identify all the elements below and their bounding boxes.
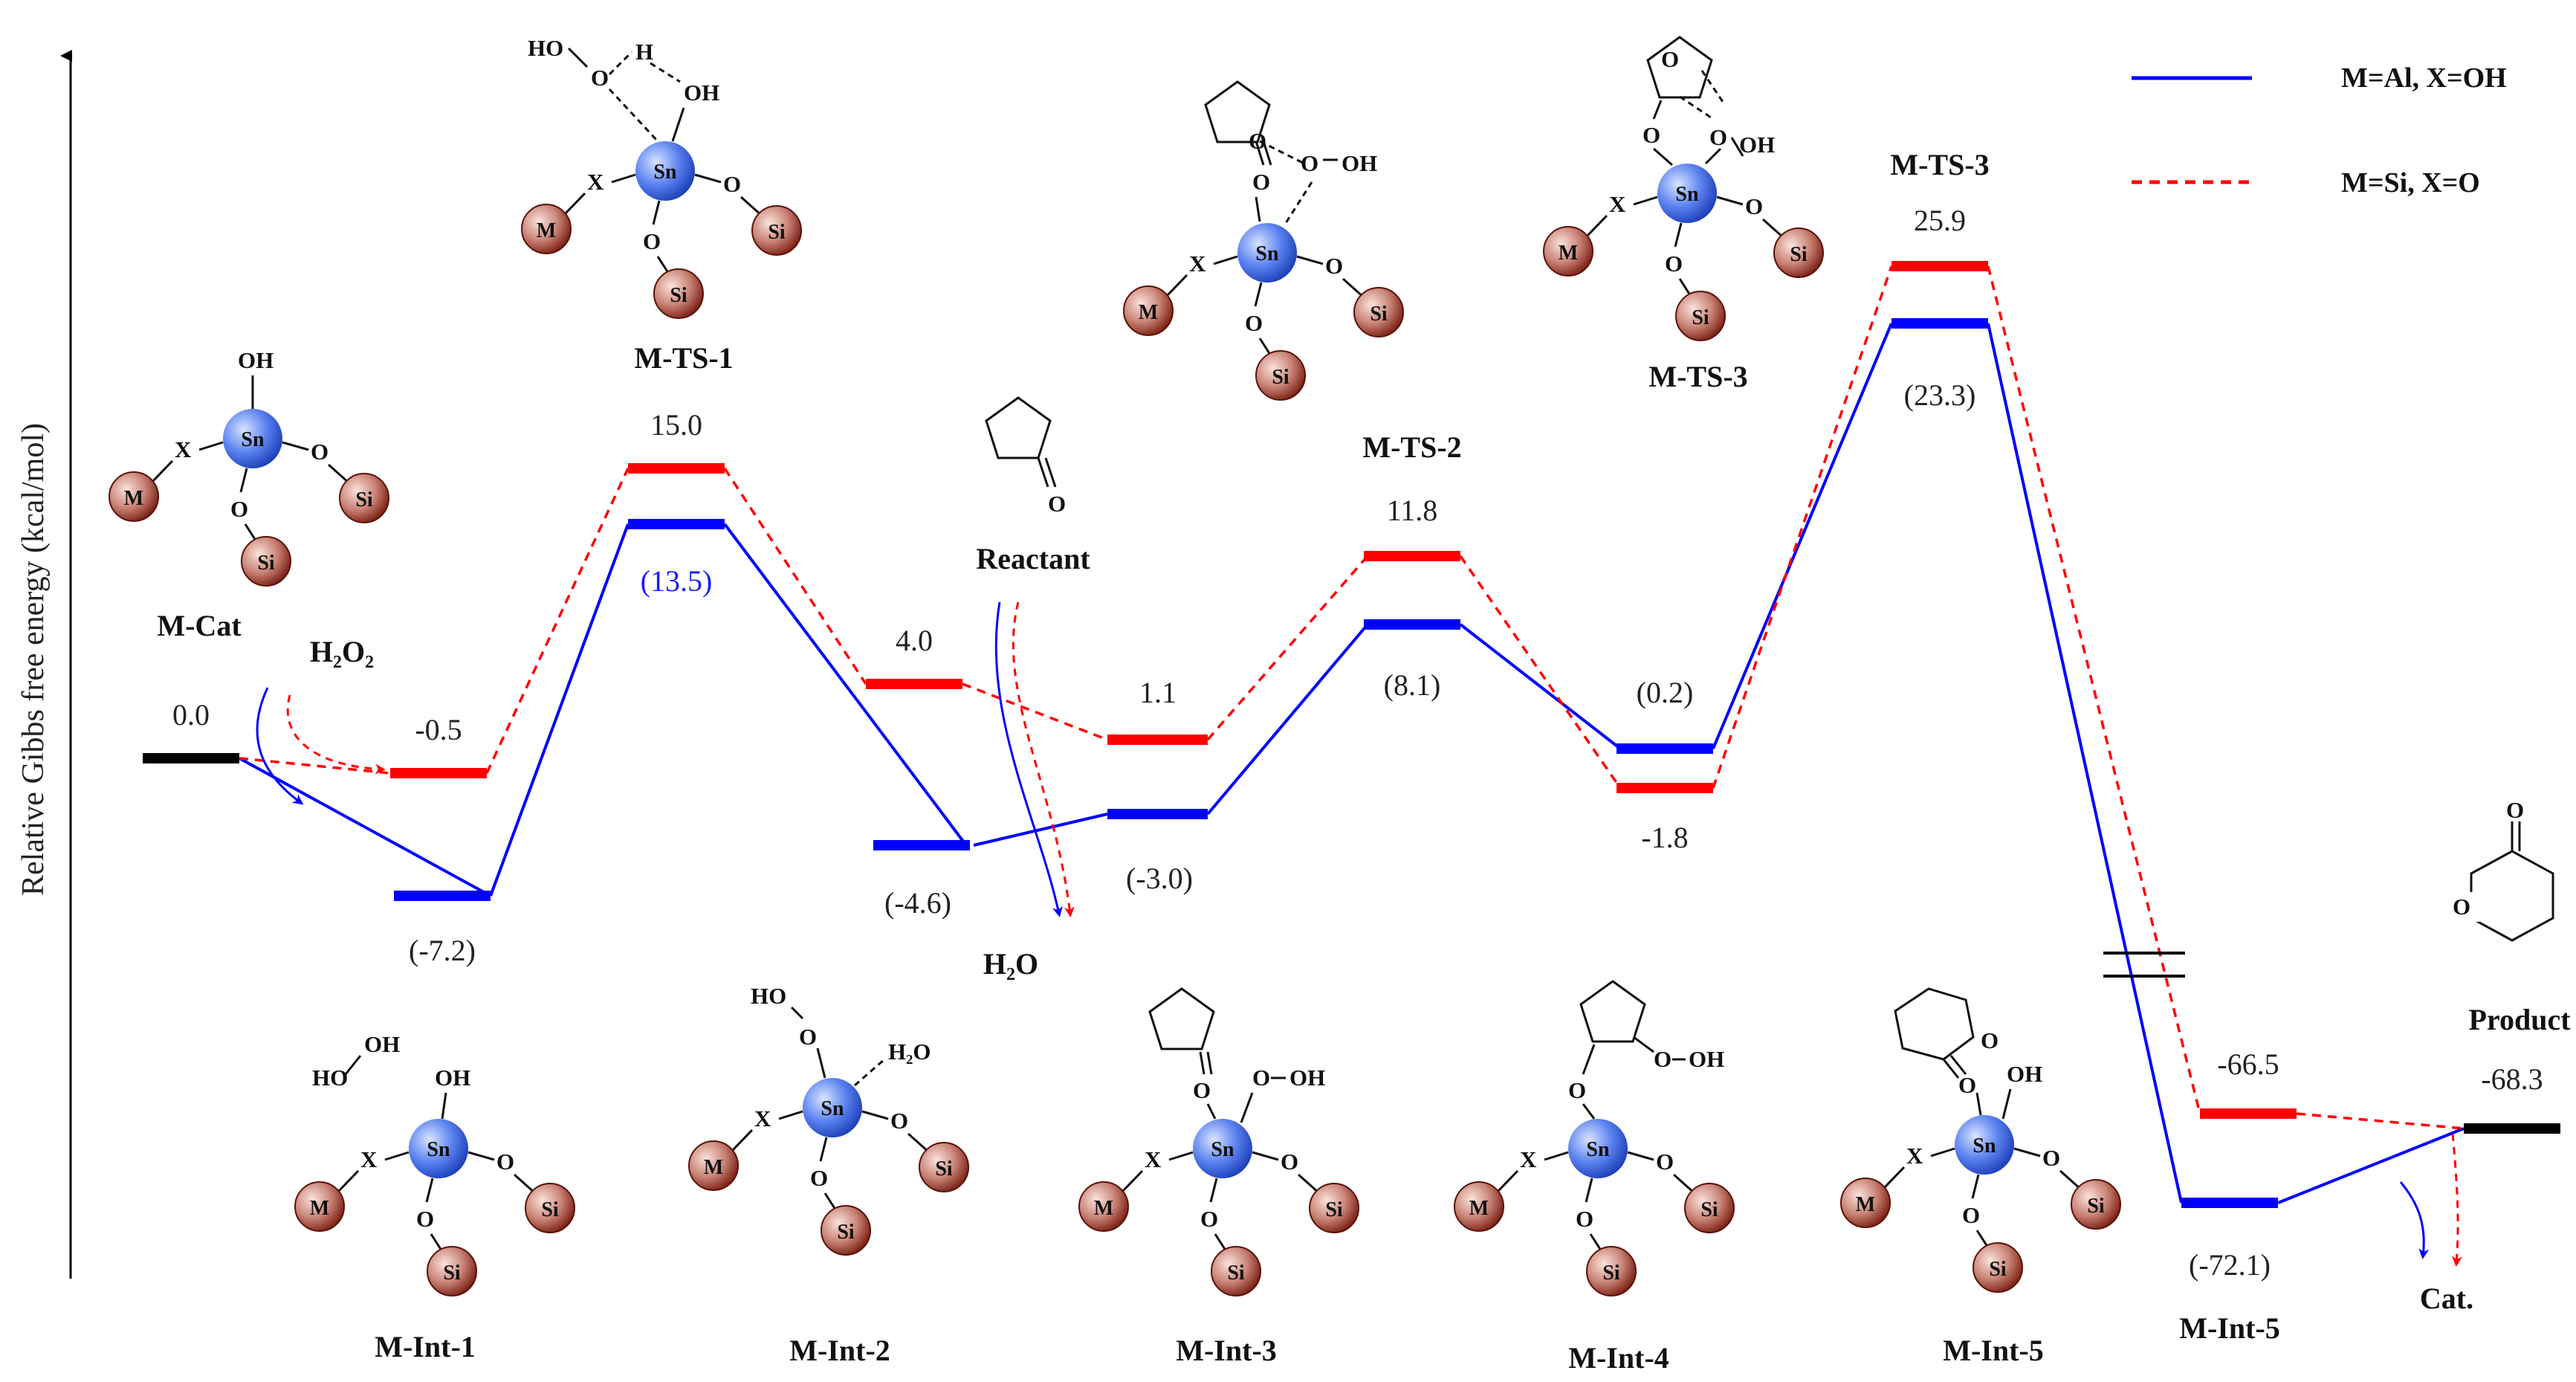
svg-text:O: O (2453, 894, 2470, 920)
value-ts3-red: 25.9 (1914, 204, 1966, 237)
red-path (239, 265, 2465, 1130)
value-ts2-red: 11.8 (1387, 494, 1438, 527)
structure-int4: O O OH (1454, 980, 1734, 1296)
structure-ts1: OH HO O H (522, 35, 801, 318)
svg-text:O: O (1048, 491, 1066, 517)
svg-text:OH: OH (684, 80, 719, 106)
value-int5-red: -66.5 (2217, 1047, 2279, 1081)
svg-text:O: O (799, 1024, 817, 1050)
label-h2o2: H₂O₂ (310, 635, 374, 668)
svg-text:O: O (1958, 1072, 1976, 1098)
label-int3: M-Int-3 (1176, 1334, 1277, 1367)
value-int2-blue: (-4.6) (884, 886, 951, 920)
legend: M=Al, X=OH M=Si, X=O (2132, 62, 2507, 198)
svg-text:O: O (1643, 122, 1660, 148)
value-product: -68.3 (2481, 1062, 2543, 1096)
h2o2-arrow-blue (256, 687, 304, 805)
svg-text:O: O (1654, 1046, 1672, 1072)
svg-text:OH: OH (1689, 1046, 1724, 1072)
energy-levels (143, 261, 2560, 1208)
value-int4-blue: (0.2) (1637, 676, 1694, 709)
value-ts1-blue: (13.5) (641, 564, 713, 598)
label-ts2: M-TS-2 (1362, 430, 1461, 464)
value-ts1-red: 15.0 (650, 408, 702, 442)
structure-int1: OH HO OH (295, 1031, 575, 1296)
label-int2: M-Int-2 (789, 1334, 890, 1367)
label-mcat: M-Cat (157, 609, 242, 642)
blue-path (239, 323, 2465, 1204)
svg-text:H₂O: H₂O (888, 1039, 931, 1065)
svg-text:HO: HO (528, 35, 563, 61)
h2o2-arrow-red (286, 694, 386, 775)
value-int5-blue: (-72.1) (2189, 1248, 2271, 1282)
axis-break-mark (2103, 952, 2185, 978)
svg-text:O: O (1981, 1027, 1999, 1053)
svg-text:O: O (591, 65, 609, 91)
structure-product: O O (2453, 797, 2554, 942)
svg-text:OH: OH (1289, 1065, 1325, 1091)
svg-text:O: O (1301, 150, 1318, 176)
svg-text:OH: OH (1342, 150, 1377, 176)
svg-text:O: O (1252, 1065, 1270, 1091)
structure-reactant: O (985, 396, 1066, 517)
cat-arrow-red (2451, 1133, 2462, 1267)
value-int3-blue: (-3.0) (1126, 862, 1193, 895)
structure-ts2: O O OH O (1124, 80, 1403, 400)
svg-text:OH: OH (364, 1031, 400, 1057)
svg-text:OH: OH (435, 1065, 470, 1091)
cat-arrow-blue (2399, 1181, 2430, 1259)
svg-text:H: H (635, 39, 653, 65)
svg-text:O: O (1252, 169, 1270, 195)
svg-text:HO: HO (751, 983, 786, 1009)
reactant-arrow-red (1012, 601, 1075, 917)
label-ts3-bottom: M-TS-3 (1648, 360, 1747, 393)
label-product: Product (2468, 1003, 2571, 1036)
value-int1-red: -0.5 (415, 713, 462, 746)
svg-text:O: O (1193, 1077, 1211, 1103)
svg-text:HO: HO (312, 1065, 348, 1091)
structure-int3: O O OH (1079, 987, 1359, 1296)
y-axis-label: Relative Gibbs free energy (kcal/mol) (16, 423, 51, 896)
label-int5-structure: M-Int-5 (1943, 1334, 2044, 1367)
label-int4: M-Int-4 (1568, 1341, 1669, 1375)
svg-text:O: O (2506, 797, 2524, 823)
svg-text:O: O (1709, 124, 1727, 150)
structure-ts3: O O OH O (1544, 36, 1823, 340)
label-h2o: H₂O (983, 947, 1038, 981)
svg-text:OH: OH (2007, 1061, 2042, 1087)
label-reactant: Reactant (976, 542, 1090, 575)
value-int2-red: 4.0 (896, 624, 933, 657)
reactant-arrow-blue (994, 601, 1063, 917)
label-int1: M-Int-1 (375, 1330, 476, 1363)
legend-label-al: M=Al, X=OH (2341, 62, 2507, 94)
svg-text:OH: OH (1739, 132, 1775, 158)
value-mcat: 0.0 (172, 698, 210, 732)
svg-text:O: O (1568, 1077, 1586, 1103)
value-int4-red: -1.8 (1641, 821, 1688, 854)
label-cat: Cat. (2420, 1282, 2473, 1315)
structure-int2: O HO H₂O (689, 983, 968, 1255)
structure-mcat: OH (109, 347, 389, 586)
value-int3-red: 1.1 (1139, 676, 1177, 709)
structure-int5: O O OH (1841, 987, 2120, 1292)
legend-label-si: M=Si, X=O (2341, 167, 2480, 198)
label-ts3-top: M-TS-3 (1890, 148, 1989, 181)
value-int1-blue: (-7.2) (409, 934, 476, 967)
svg-text:OH: OH (238, 347, 274, 373)
svg-text:O: O (1661, 46, 1679, 72)
svg-text:O: O (1249, 128, 1266, 154)
label-int5: M-Int-5 (2179, 1311, 2280, 1345)
label-ts1: M-TS-1 (634, 341, 733, 375)
value-ts2-blue: (8.1) (1384, 668, 1441, 702)
value-ts3-blue: (23.3) (1904, 378, 1976, 412)
